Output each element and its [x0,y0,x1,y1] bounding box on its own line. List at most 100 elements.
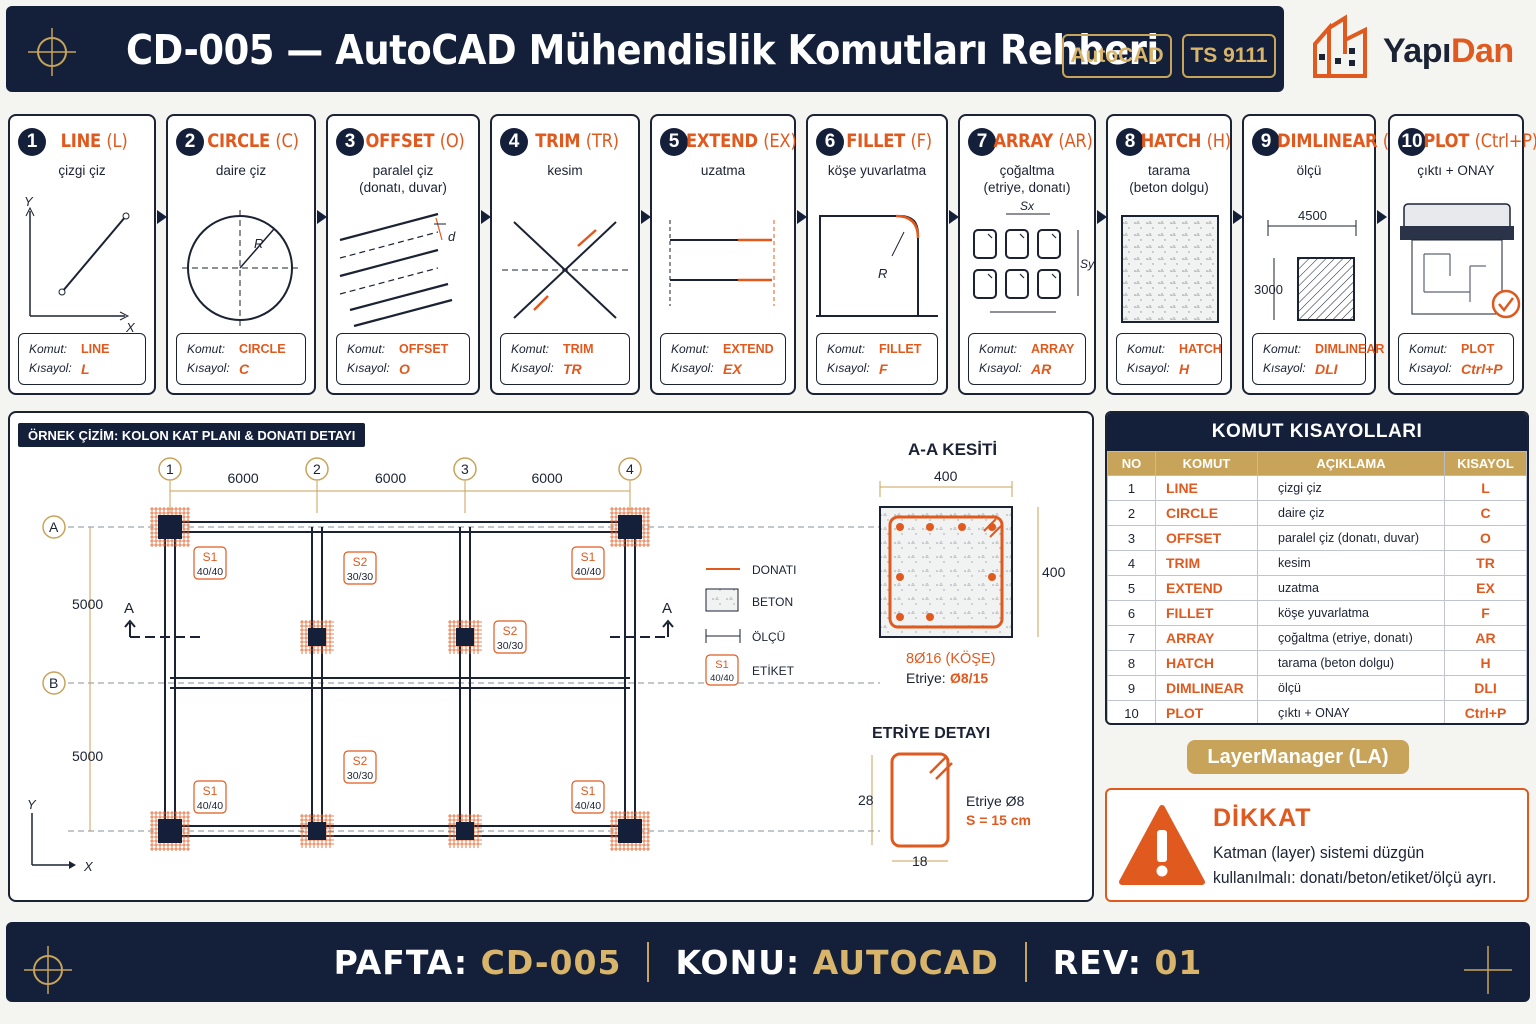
table-header-cell: KOMUT [1155,451,1258,476]
command-title: FILLET (F) [818,130,937,152]
description-line: (etriye, donatı) [983,180,1071,195]
command-description: çıktı + ONAY [1394,162,1518,179]
logo-text-dan: Dan [1450,32,1514,70]
command-description: paralel çiz(donatı, duvar) [332,162,474,196]
command-title: LINE (L) [20,130,144,152]
legend-tag-type: S1 [715,659,728,671]
table-cell: 9 [1107,675,1156,701]
table-cell: ölçü [1257,675,1445,701]
plan-panel: ÖRNEK ÇİZİM: KOLON KAT PLANI & DONATI DE… [8,411,1094,902]
table-cell: PLOT [1155,700,1258,723]
section-width-label: 400 [934,468,958,484]
command-description: çoğaltma(etriye, donatı) [964,162,1090,196]
layer-manager-button[interactable]: LayerManager (LA) [1187,740,1409,774]
flow-arrow-icon [1377,210,1387,224]
warning-box: DİKKAT Katman (layer) sistemi düzgün kul… [1105,788,1529,902]
command-card-array[interactable]: 7 ARRAY (AR) çoğaltma(etriye, donatı) Ko… [958,114,1096,395]
step-number: 7 [968,128,996,156]
command-card-trim[interactable]: 4 TRIM (TR) kesim Komut:TRIM Kısayol:TR [490,114,640,395]
legend-beton: BETON [752,595,793,609]
table-cell: EXTEND [1155,575,1258,601]
description-line: uzatma [700,163,746,178]
table-header-cell: KISAYOL [1444,451,1527,476]
command-description: ölçü [1248,162,1370,179]
flow-arrow-icon [949,210,959,224]
command-description: tarama(beton dolgu) [1112,162,1226,196]
section-mark-right: A [662,600,672,617]
rebar-label: 8Ø16 (KÖŞE) [906,649,995,667]
command-card-offset[interactable]: 3 OFFSET (O) paralel çiz(donatı, duvar) … [326,114,480,395]
flow-arrow-icon [797,210,807,224]
grid-label-x: 3 [461,461,469,477]
komut-value: LINE [81,342,110,356]
footer-label-konu: KONU: [675,942,801,982]
command-illustration: d [339,212,456,328]
fillet-radius-label: R [878,266,887,281]
command-card-plot[interactable]: 10 PLOT (Ctrl+P) çıktı + ONAY Komut:PLOT… [1388,114,1536,395]
column [300,814,334,848]
axis-y-label: Y [24,196,34,209]
komut-value: PLOT [1461,342,1495,356]
command-card-circle[interactable]: 2 CIRCLE (C) daire çiz Komut:CIRCLE Kısa… [166,114,316,395]
command-card-hatch[interactable]: 8 HATCH (H) tarama(beton dolgu) Komut:HA… [1106,114,1232,395]
command-card-extend[interactable]: 5 EXTEND (EX) uzatma Komut:EXTEND Kısayo… [650,114,797,395]
footer-bar: PAFTA: CD-005 KONU: AUTOCAD REV: 01 [6,922,1530,1002]
command-key-box: Komut:ARRAY Kısayol:AR [968,333,1086,385]
command-card-line[interactable]: 1 LINE (L) çizgi çiz Komut:LINE Kısayol:… [8,114,156,395]
column-tag-size: 40/40 [197,566,223,578]
dim-height-label: 3000 [1254,282,1283,297]
offset-distance-label: d [448,229,456,244]
stirrup-bar-label: Etriye Ø8 [966,793,1025,809]
column-tag [493,620,527,654]
legend-olcu: ÖLÇÜ [752,630,785,644]
table-cell: 3 [1107,525,1156,551]
command-title: EXTEND (EX) [662,130,797,152]
table-cell: çıktı + ONAY [1257,700,1445,723]
crosshair-icon [24,946,72,994]
column-tag-type: S2 [353,754,368,768]
table-cell: 10 [1107,700,1156,723]
crosshair-icon [28,28,76,76]
grid-bubble [453,457,477,481]
command-illustration: R [816,214,938,317]
table-cell: daire çiz [1257,500,1445,526]
stirrup-label: Etriye: [906,670,946,686]
table-cell: köşe yuvarlatma [1257,600,1445,626]
command-card-fillet[interactable]: 6 FILLET (F) köşe yuvarlatma Komut:FILLE… [806,114,948,395]
command-key-box: Komut:TRIM Kısayol:TR [500,333,630,385]
komut-label: Komut: [827,342,866,356]
crosshair-icon [1464,946,1512,994]
warning-title: DİKKAT [1213,804,1312,832]
command-title: TRIM (TR) [502,130,628,152]
komut-value: DIMLINEAR [1315,342,1385,356]
command-illustration: R [182,210,298,326]
column-tag [343,551,377,585]
step-number: 6 [816,128,844,156]
table-cell: DIMLINEAR [1155,675,1258,701]
command-short: (F) [910,130,932,152]
stirrup-spacing-label: S = 15 cm [966,812,1031,828]
command-card-dimlinear[interactable]: 9 DIMLINEAR (DLI) ölçü Komut:DIMLINEAR K… [1242,114,1421,395]
kisayol-label: Kısayol: [1263,361,1306,375]
komut-label: Komut: [1127,342,1166,356]
komut-label: Komut: [29,342,68,356]
kisayol-value: O [399,361,410,377]
flow-arrow-icon [1233,210,1243,224]
command-name: TRIM [535,130,581,152]
kisayol-label: Kısayol: [827,361,870,375]
footer-divider [1024,942,1027,982]
step-number: 4 [500,128,528,156]
column-tag [193,546,227,580]
kisayol-label: Kısayol: [511,361,554,375]
command-title: PLOT (Ctrl+P) [1399,130,1536,152]
